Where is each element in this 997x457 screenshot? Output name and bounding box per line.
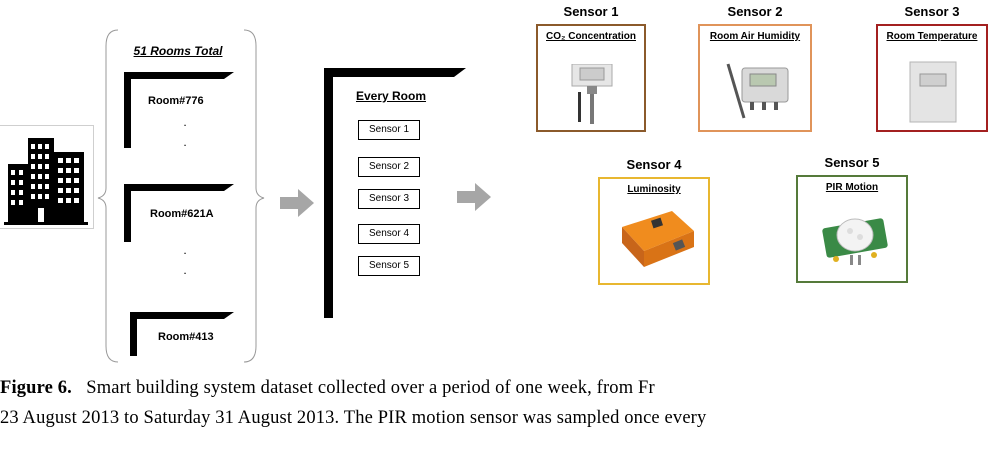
sensor-1-title: CO₂ Concentration: [546, 31, 636, 42]
figure-caption: Figure 6. Smart building system dataset …: [0, 373, 997, 433]
sensor-2-title: Room Air Humidity: [709, 31, 801, 42]
sensor-2-heading: Sensor 2: [727, 4, 783, 19]
humidity-sensor-icon: [726, 63, 789, 119]
room-label-3: Room#413: [158, 331, 214, 343]
room-bracket-3: [130, 312, 234, 356]
building-frame: [0, 125, 94, 229]
arrow-right-icon: [457, 183, 491, 211]
pir-motion-sensor-icon: [822, 218, 888, 265]
sensor-4-card: Luminosity: [598, 177, 710, 285]
building-icon: [4, 138, 88, 225]
sensor-4-heading: Sensor 4: [626, 157, 682, 172]
room-label-1: Room#776: [148, 95, 204, 107]
ellipsis-1a: .: [183, 115, 187, 129]
caption-line-2: 23 August 2013 to Saturday 31 August 201…: [0, 408, 707, 428]
sensor-box-3: Sensor 3: [358, 189, 420, 209]
co2-sensor-icon: [571, 64, 613, 124]
sensor-box-5: Sensor 5: [358, 256, 420, 276]
temperature-sensor-icon: [909, 61, 957, 123]
sensor-3-card: Room Temperature: [876, 24, 988, 132]
arrow-right-icon: [280, 189, 314, 217]
sensor-4-title: Luminosity: [627, 184, 681, 195]
caption-line-1: Figure 6. Smart building system dataset …: [0, 373, 997, 403]
sensor-box-1: Sensor 1: [358, 120, 420, 140]
sensor-box-4: Sensor 4: [358, 224, 420, 244]
room-label-2: Room#621A: [150, 208, 214, 220]
sensor-2-card: Room Air Humidity: [698, 24, 812, 132]
caption-text-1: Smart building system dataset collected …: [86, 378, 655, 398]
sensor-5-heading: Sensor 5: [824, 155, 880, 170]
sensor-1-heading: Sensor 1: [563, 4, 619, 19]
sensor-5-title: PIR Motion: [825, 182, 879, 193]
rooms-brace: [97, 29, 265, 363]
ellipsis-2a: .: [183, 243, 187, 257]
ellipsis-2b: .: [183, 263, 187, 277]
luminosity-sensor-icon: [622, 211, 694, 267]
room-bracket-2: [124, 184, 234, 242]
sensor-1-card: CO₂ Concentration: [536, 24, 646, 132]
sensor-3-title: Room Temperature: [886, 31, 978, 42]
sensor-3-heading: Sensor 3: [904, 4, 960, 19]
rooms-total-title: 51 Rooms Total: [133, 44, 223, 58]
every-room-title: Every Room: [355, 89, 427, 103]
caption-label: Figure 6.: [0, 378, 72, 398]
ellipsis-1b: .: [183, 135, 187, 149]
sensor-box-2: Sensor 2: [358, 157, 420, 177]
sensor-5-card: PIR Motion: [796, 175, 908, 283]
